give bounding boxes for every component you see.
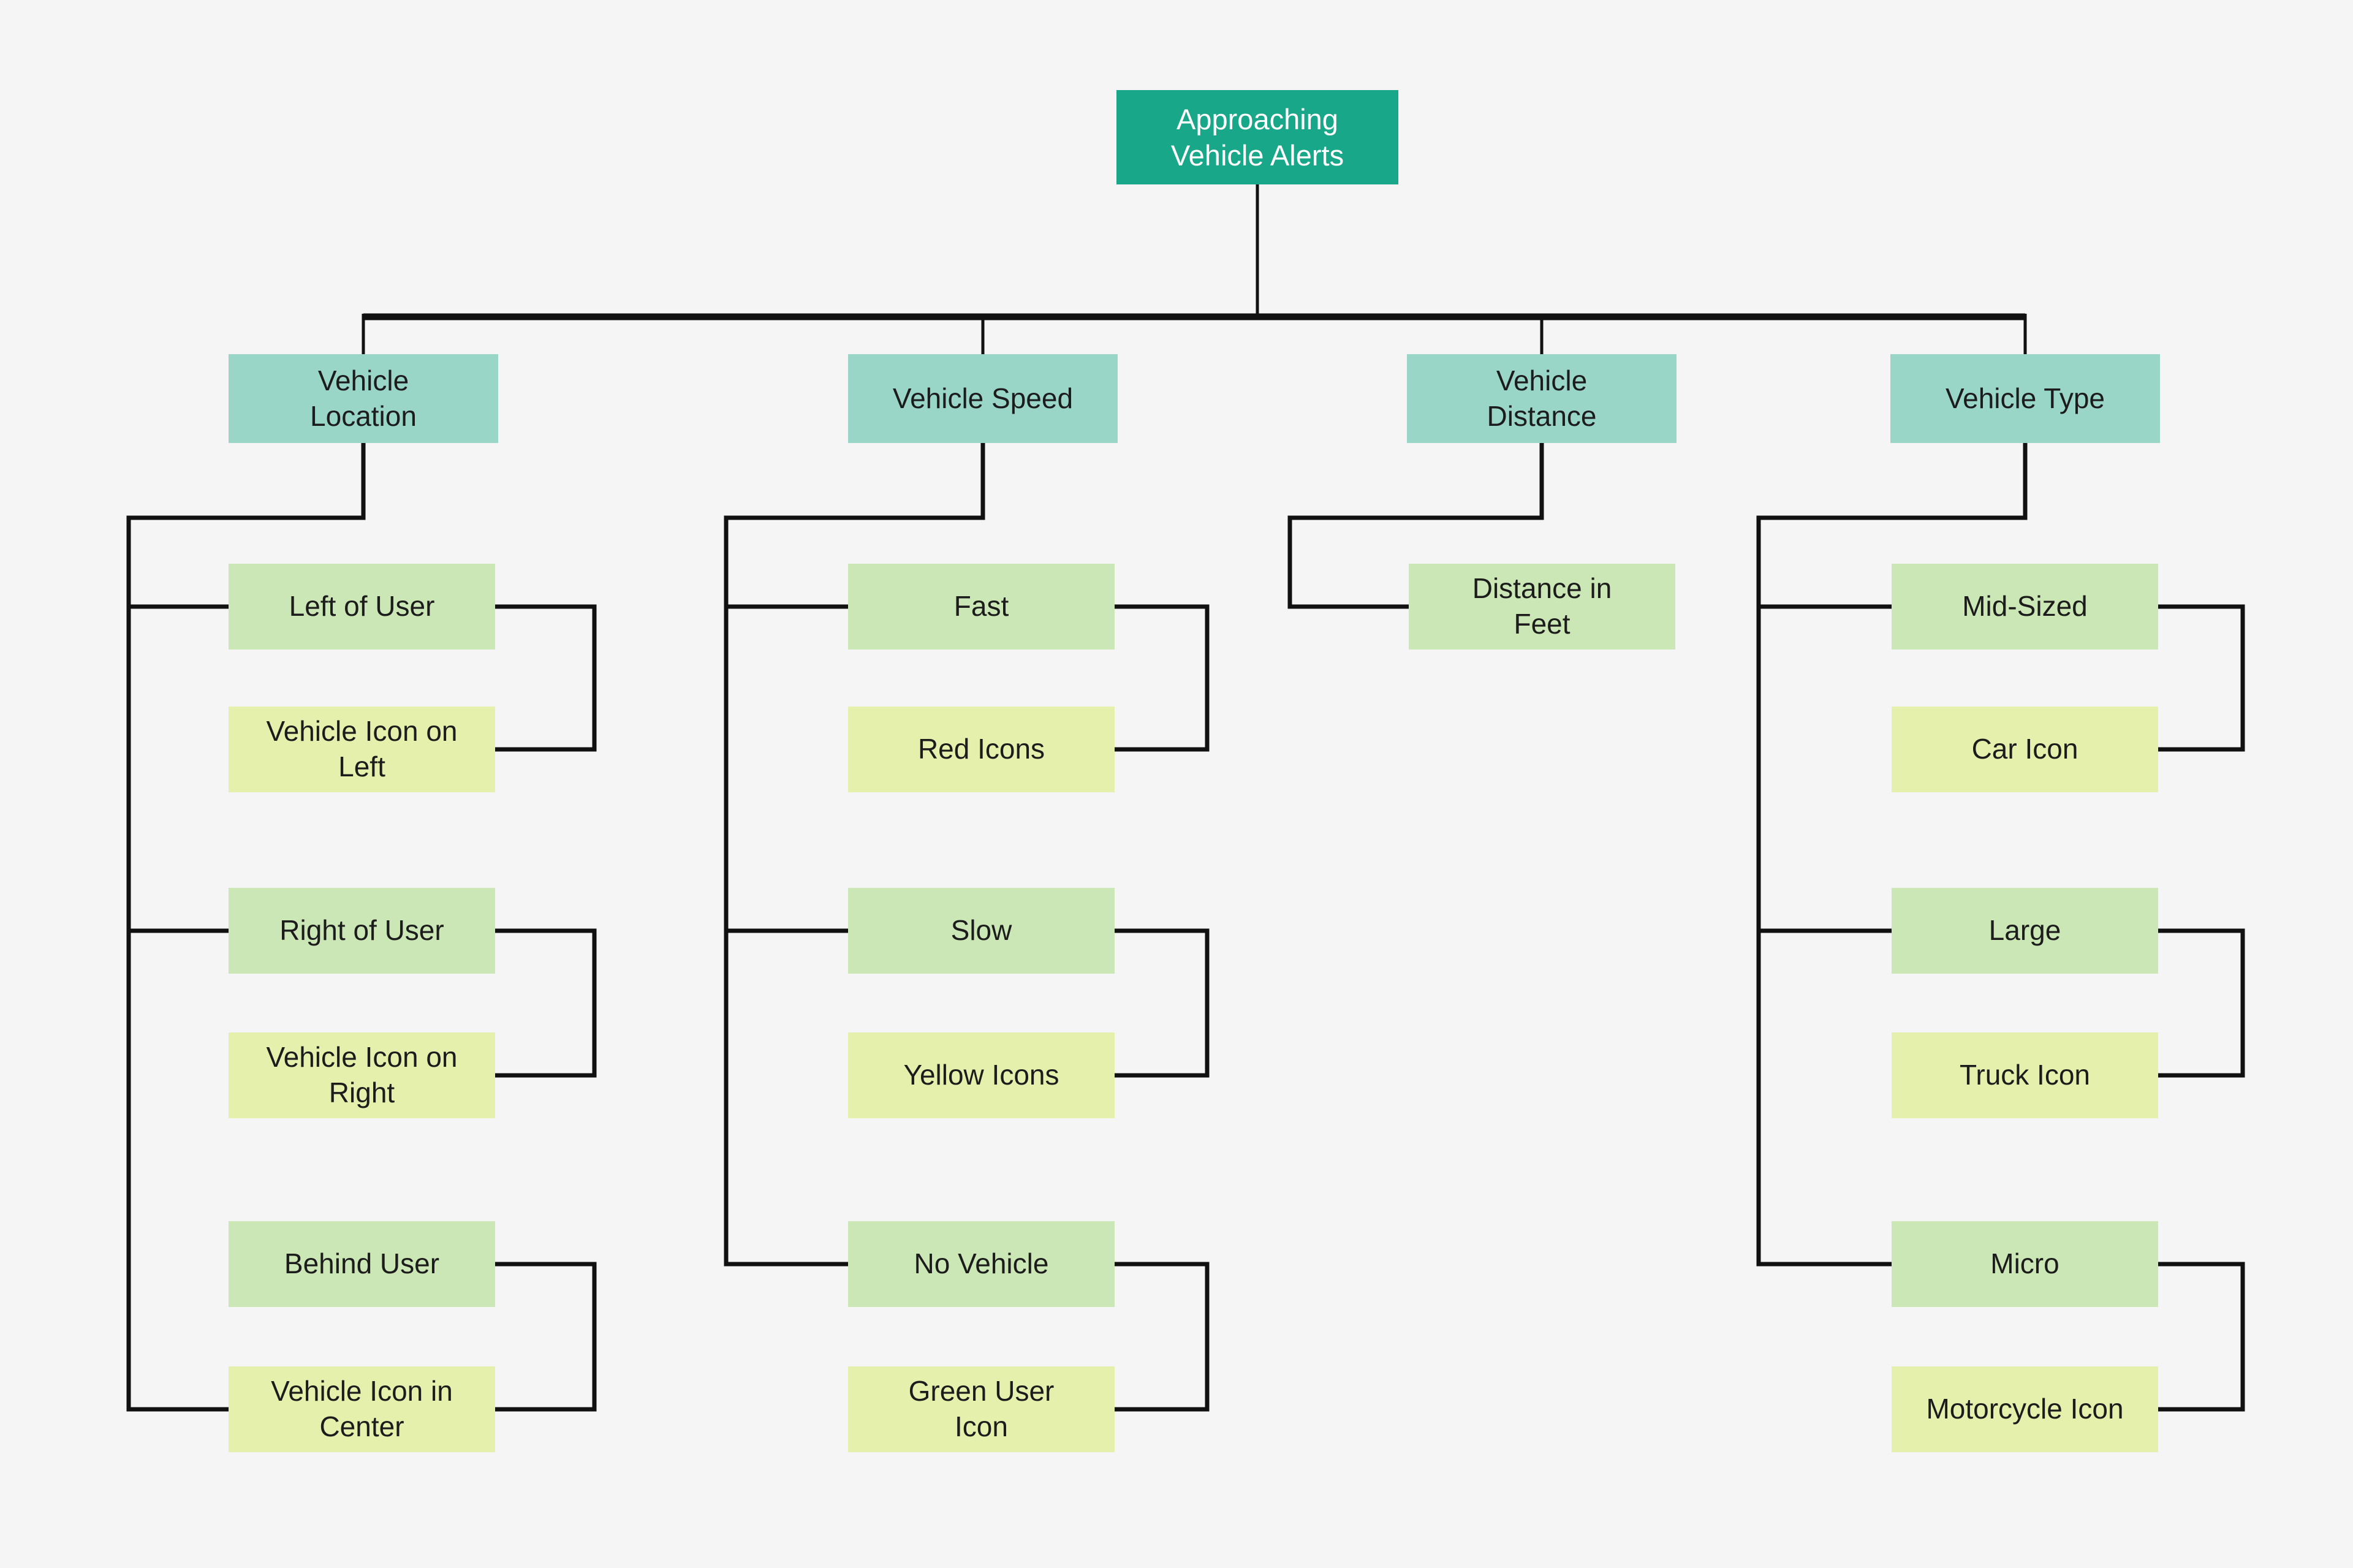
connector-trunk-speed [724,443,985,1267]
node-vehicle-location: Vehicle Location [229,354,498,443]
node-label-line: Distance in [1472,572,1612,605]
node-label-line: Vehicle [1496,364,1588,396]
node-distance-in-feet: Distance in Feet [1409,564,1675,650]
node-label-line: Icon [955,1411,1008,1442]
node-yellow-icons: Yellow Icons [848,1032,1115,1118]
node-approaching-vehicle-alerts: Approaching Vehicle Alerts [1116,90,1398,184]
node-label-line: Mid-Sized [1962,590,2088,623]
node-truck-icon: Truck Icon [1892,1032,2158,1118]
node-vehicle-icon-on-right: Vehicle Icon on Right [229,1032,495,1118]
node-vehicle-speed: Vehicle Speed [848,354,1118,443]
connector-trunk-type [1756,443,2028,1267]
node-label-line: Approaching [1176,102,1338,135]
node-label-line: Slow [950,914,1012,947]
node-label-line: Location [310,400,417,432]
node-slow: Slow [848,888,1115,974]
node-label-line: Right [328,1077,395,1108]
connector-bracket-slow-pair [1115,928,1210,1078]
node-label-line: No Vehicle [914,1248,1049,1280]
node-label-line: Vehicle Speed [892,382,1074,414]
node-right-of-user: Right of User [229,888,495,974]
node-label-line: Fast [953,590,1009,623]
node-label-line: Vehicle Type [1945,382,2105,414]
node-label-line: Left [338,751,385,782]
node-label-line: Yellow Icons [903,1059,1059,1091]
connector-bracket-left-pair [495,604,597,752]
node-vehicle-icon-on-left: Vehicle Icon on Left [229,706,495,792]
node-label-line: Vehicle Alerts [1170,139,1344,172]
node-no-vehicle: No Vehicle [848,1221,1115,1307]
connector-bracket-midsized-pair [2158,604,2245,752]
node-label-line: Vehicle Icon on [266,1041,458,1074]
node-label-line: Green User [908,1375,1055,1407]
connector-trunk-distance [1287,443,1544,609]
node-label-line: Car Icon [1971,733,2078,765]
node-label-line: Truck Icon [1959,1059,2091,1091]
node-vehicle-type: Vehicle Type [1890,354,2160,443]
connector-bracket-micro-pair [2158,1262,2245,1412]
node-label-line: Center [319,1411,404,1442]
node-left-of-user: Left of User [229,564,495,650]
node-motorcycle-icon: Motorcycle Icon [1892,1366,2158,1452]
connector-bracket-novehicle-pair [1115,1262,1210,1412]
node-label-line: Left of User [289,590,435,623]
connector-bracket-large-pair [2158,928,2245,1078]
node-car-icon: Car Icon [1892,706,2158,792]
connector-bracket-right-pair [495,928,597,1078]
node-fast: Fast [848,564,1115,650]
node-label-line: Distance [1487,400,1597,432]
node-large: Large [1892,888,2158,974]
node-label-line: Vehicle Icon on [266,715,458,748]
node-label-line: Motorcycle Icon [1926,1393,2124,1425]
node-vehicle-distance: Vehicle Distance [1407,354,1677,443]
node-mid-sized: Mid-Sized [1892,564,2158,650]
node-label-line: Feet [1514,608,1571,640]
node-label-line: Right of User [279,914,444,947]
node-label-line: Vehicle Icon in [271,1375,453,1407]
node-green-user-icon: Green User Icon [848,1366,1115,1452]
node-label-line: Large [1988,914,2061,947]
connector-trunk-location [126,443,366,1412]
node-vehicle-icon-in-center: Vehicle Icon in Center [229,1366,495,1452]
node-label-line: Behind User [284,1248,440,1280]
connector-bracket-fast-pair [1115,604,1210,752]
node-label-line: Red Icons [917,733,1045,765]
connector-bracket-behind-pair [495,1262,597,1412]
node-label-line: Vehicle [317,364,409,396]
node-behind-user: Behind User [229,1221,495,1307]
node-red-icons: Red Icons [848,706,1115,792]
node-label-line: Micro [1990,1248,2059,1280]
node-micro: Micro [1892,1221,2158,1307]
